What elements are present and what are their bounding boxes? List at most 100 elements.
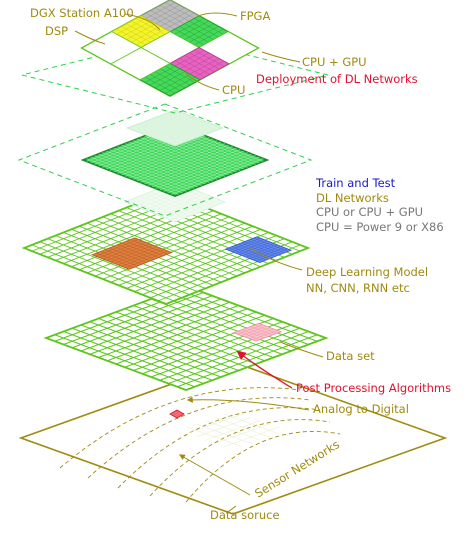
connector-lines	[74, 12, 324, 411]
dl-model-orange-patch-grid-u	[117, 247, 161, 266]
data-source-leader	[227, 505, 237, 513]
data-set-grid-v	[72, 327, 213, 381]
sensor-wave-arc	[87, 397, 311, 479]
data-set-grid-u	[159, 327, 300, 381]
data-set-grid-u	[177, 334, 318, 388]
dl-model-grid-v	[31, 244, 175, 302]
data-set-grid-v	[107, 314, 248, 368]
data-set-pink-patch-grid-v	[237, 331, 261, 340]
dl-model-orange-patch-grid-u	[121, 249, 165, 267]
fpga-connector	[197, 12, 238, 17]
sensor-local-grid-v	[186, 426, 243, 448]
left-block	[81, 31, 142, 65]
label-train-test: Train and Test	[315, 176, 396, 190]
dl-model-orange-patch-grid-u	[125, 250, 169, 269]
train-compute-grid-v	[94, 155, 187, 192]
data-source-layer	[18, 361, 448, 515]
data-set-grid-v	[98, 318, 239, 371]
dl-model-orange-patch-grid-v	[104, 249, 142, 265]
sensor-wave-arc	[149, 419, 331, 497]
dl-model-ghost-grid-v	[149, 191, 201, 213]
analog-digital-arrow	[186, 396, 310, 411]
cpu-gpu-connector	[261, 51, 301, 63]
post-processing-arrow	[236, 350, 293, 389]
dl-model-ghost-grid-u	[164, 197, 216, 219]
data-set-grid-u	[124, 314, 265, 368]
train-ghost-grid-v	[130, 126, 180, 145]
dsp-connector	[74, 30, 106, 45]
label-dsp: DSP	[45, 24, 68, 38]
dl-model-grid-v	[39, 241, 182, 299]
label-cpu-gpu: CPU + GPU	[302, 55, 367, 69]
sensor-networks-arrow	[178, 454, 251, 496]
data-set-layer	[43, 285, 329, 391]
train-compute-grid-v	[86, 158, 179, 195]
data-set-grid-v	[80, 324, 222, 378]
dl-model-ghost-grid-u	[154, 193, 206, 215]
dl-model-blue-patch-grid-u	[256, 248, 288, 262]
cpu-connector	[185, 73, 220, 91]
dl-model-ghost-grid-v	[134, 197, 186, 219]
dl-model-ghost-grid-u	[169, 199, 221, 221]
label-deployment: Deployment of DL Networks	[256, 72, 418, 86]
deploy-plane-dashed	[21, 36, 329, 114]
data-set-connector	[279, 341, 324, 358]
dl-model-orange-patch-grid-v	[96, 252, 134, 268]
data-source-plane	[18, 361, 448, 515]
dl-model-grid-v	[47, 238, 190, 296]
train-compute-grid-u	[163, 155, 256, 192]
deployment-layer	[21, 0, 329, 114]
dgx-block-grid-v	[174, 28, 204, 46]
train-compute-grid-v	[90, 156, 183, 194]
dsp-block-grid-v	[116, 28, 146, 46]
label-dl-model-types: NN, CNN, RNN etc	[306, 281, 410, 295]
label-post-processing: Post Processing Algorithms	[296, 381, 451, 395]
label-data-set: Data set	[326, 349, 375, 363]
label-analog-digital: Analog to Digital	[313, 402, 409, 416]
data-set-grid-v	[54, 334, 195, 388]
dl-model-blue-patch-grid-u	[252, 247, 285, 261]
train-and-test-layer	[17, 103, 313, 217]
sensor-chip	[169, 409, 185, 419]
dl-model-blue-patch-grid-v	[241, 242, 276, 257]
cpu-gpu-block-grid-v	[174, 60, 205, 78]
fpga-block-grid-v	[145, 13, 175, 30]
cpu-block-grid-v	[144, 76, 176, 94]
dl-model-ghost-grid-v	[144, 193, 196, 215]
dl-model-orange-patch-grid-v	[109, 247, 147, 263]
dl-model-ghost-grid-v	[129, 199, 181, 221]
dl-model-blue-patch-grid-v	[231, 246, 267, 261]
data-set-grid-v	[115, 311, 257, 365]
deep-learning-model-layer	[21, 181, 311, 305]
label-cpu: CPU	[222, 83, 245, 97]
train-compute-grid-v	[98, 153, 191, 191]
dl-model-blue-patch-grid-u	[249, 246, 281, 259]
dl-model-connector	[249, 247, 303, 271]
dgx-connector	[124, 13, 161, 31]
train-compute-grid-u	[167, 156, 260, 194]
label-dl-networks: DL Networks	[316, 191, 389, 205]
dl-model-orange-patch-grid-v	[113, 246, 151, 262]
dl-model-orange-patch-grid-v	[100, 251, 138, 267]
dl-model-blue-patch-grid-v	[234, 245, 270, 260]
label-dl-model: Deep Learning Model	[306, 265, 428, 279]
sensor-wave-arc	[59, 387, 301, 469]
label-dgx: DGX Station A100	[30, 6, 134, 20]
label-data-source: Data soruce	[210, 508, 280, 522]
data-set-grid-v	[89, 321, 230, 375]
label-cpu-or-gpu: CPU or CPU + GPU	[316, 205, 423, 219]
train-ghost-grid-v	[134, 124, 184, 144]
dl-model-blue-patch-grid-u	[246, 244, 278, 258]
sensor-wave-arc	[185, 431, 341, 503]
dl-model-blue-patch-grid-v	[228, 247, 263, 262]
dl-model-ghost-grid-v	[139, 195, 191, 217]
train-compute-grid-u	[171, 158, 264, 195]
data-set-grid-v	[63, 331, 204, 384]
dl-model-orange-patch-grid-u	[114, 246, 157, 264]
label-cpu-power: CPU = Power 9 or X86	[316, 220, 444, 234]
train-ghost-grid-u	[170, 126, 220, 145]
dl-model-ghost-grid-u	[159, 195, 211, 217]
label-fpga: FPGA	[240, 9, 270, 23]
